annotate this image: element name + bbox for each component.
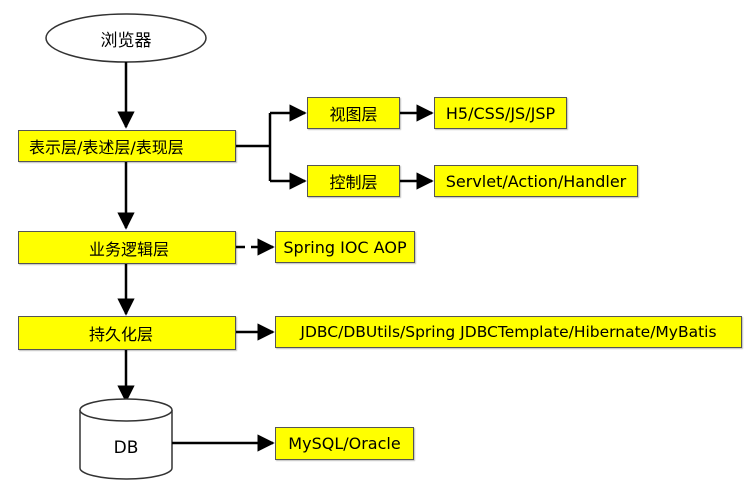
presentation-layer-box: 表示层/表述层/表现层	[18, 130, 236, 162]
view-tech-box: H5/CSS/JS/JSP	[434, 97, 567, 129]
business-layer-box: 业务逻辑层	[18, 231, 236, 264]
db-tech-box: MySQL/Oracle	[275, 427, 414, 460]
db-cylinder	[79, 398, 173, 480]
control-tech-box: Servlet/Action/Handler	[434, 165, 638, 197]
persistence-layer-box: 持久化层	[18, 316, 236, 350]
business-tech-box: Spring IOC AOP	[275, 231, 415, 263]
view-layer-box: 视图层	[307, 97, 400, 129]
db-node-label: DB	[113, 438, 139, 458]
persistence-tech-box: JDBC/DBUtils/Spring JDBCTemplate/Hiberna…	[275, 316, 742, 348]
browser-node: 浏览器	[100, 30, 152, 51]
control-layer-box: 控制层	[307, 165, 400, 197]
